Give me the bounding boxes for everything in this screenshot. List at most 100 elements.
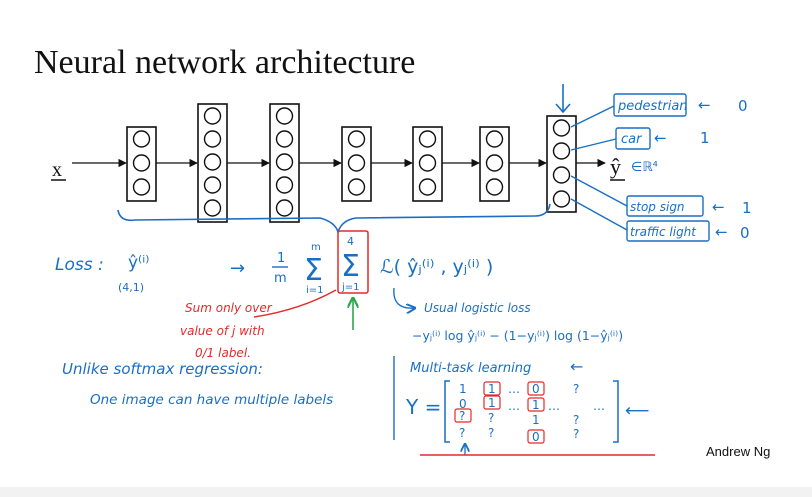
neuron <box>132 178 151 196</box>
layer-5 <box>412 126 443 202</box>
sum-outer-bot: i=1 <box>306 285 324 296</box>
usual-logistic-loss: Usual logistic loss <box>424 301 531 315</box>
loss-label: Loss : <box>55 255 104 275</box>
neuron <box>552 166 571 184</box>
neuron <box>418 130 437 148</box>
loss-yhat: ŷ⁽ⁱ⁾ <box>128 253 149 273</box>
label-pedestrian-value: 0 <box>738 97 748 115</box>
sum-inner-bot: j=1 <box>341 282 360 293</box>
neuron <box>485 178 504 196</box>
layer-1 <box>126 126 157 202</box>
svg-text:←: ← <box>698 96 711 114</box>
loss-L-term: ℒ( ŷⱼ⁽ⁱ⁾ , yⱼ⁽ⁱ⁾ ) <box>380 256 493 278</box>
layer-4 <box>341 126 372 202</box>
Y-r3c4: ? <box>573 427 579 441</box>
neuron <box>552 190 571 208</box>
author-name: Andrew Ng <box>706 444 771 459</box>
label-stop-sign: stop sign <box>630 200 685 214</box>
Y-r0c0: 1 <box>459 382 467 396</box>
Y-r2c3: 1 <box>532 413 540 427</box>
note-one-image: One image can have multiple labels <box>90 392 333 408</box>
input-x-label: x <box>52 159 62 181</box>
svg-text:←: ← <box>715 223 728 241</box>
label-stop-sign-value: 1 <box>742 199 752 217</box>
neuron <box>485 130 504 148</box>
label-traffic-light-value: 0 <box>740 224 750 242</box>
Y-r0c3: 0 <box>532 382 540 396</box>
output-layer <box>546 115 577 213</box>
note-unlike-softmax: Unlike softmax regression: <box>62 360 263 378</box>
sum-inner-top: 4 <box>347 235 354 248</box>
loss-section: Loss : ŷ⁽ⁱ⁾ (4,1) → 1 m m Σ i=1 4 Σ j=1 … <box>55 230 623 360</box>
output-labels: pedestrian ← 0 car ← 1 stop sign ← 1 tra… <box>570 93 752 242</box>
Y-r3c0: ? <box>459 426 465 440</box>
Y-r0c1: 1 <box>488 382 496 396</box>
neuron <box>132 154 151 172</box>
loss-frac-num: 1 <box>277 251 285 266</box>
sum-inner-sigma: Σ <box>341 249 360 284</box>
Y-r3c3: 0 <box>532 430 540 444</box>
Y-r1c0: 0 <box>459 397 467 411</box>
label-traffic-light: traffic light <box>630 225 697 239</box>
note-red-1: Sum only over <box>185 301 273 315</box>
Y-r2c0: ? <box>459 409 465 423</box>
hidden-layers-brace <box>117 203 551 235</box>
Y-r1c5: … <box>593 399 605 413</box>
label-car: car <box>621 132 643 147</box>
layer-2 <box>197 103 228 223</box>
output-space: ∈ℝ⁴ <box>631 160 658 175</box>
bottom-bar <box>0 487 812 497</box>
label-pedestrian: pedestrian <box>617 99 688 114</box>
svg-text:←: ← <box>712 198 725 216</box>
note-red-2: value of j with <box>180 324 265 338</box>
svg-text:←: ← <box>654 129 667 147</box>
layer-6 <box>479 126 510 202</box>
Y-r1c1: 1 <box>488 396 496 410</box>
neuron <box>275 130 294 148</box>
neuron <box>552 142 571 160</box>
neuron <box>347 178 366 196</box>
neuron <box>275 107 294 125</box>
down-arrow-icon <box>555 84 571 114</box>
neuron <box>347 154 366 172</box>
loss-arrow: → <box>230 258 245 279</box>
neuron <box>203 176 222 194</box>
neuron <box>203 199 222 217</box>
neuron <box>275 176 294 194</box>
sum-outer-top: m <box>311 242 321 253</box>
neuron <box>418 154 437 172</box>
neuron <box>485 154 504 172</box>
layer-3 <box>269 103 300 223</box>
logistic-formula: −yⱼ⁽ⁱ⁾ log ŷⱼ⁽ⁱ⁾ − (1−yⱼ⁽ⁱ⁾) log (1−ŷⱼ⁽ⁱ… <box>412 328 623 343</box>
Y-r0c2: … <box>508 382 520 396</box>
neuron <box>275 153 294 171</box>
neuron <box>132 130 151 148</box>
neuron <box>203 153 222 171</box>
neuron <box>275 199 294 217</box>
Y-r1c2: … <box>508 399 520 413</box>
Y-r2c4: ? <box>573 413 579 427</box>
output-yhat-label: ŷ <box>610 154 621 179</box>
Y-r1c3: 1 <box>532 398 540 412</box>
neuron <box>203 130 222 148</box>
multitask-label: Multi-task learning <box>410 361 531 376</box>
Y-label: Y = <box>405 395 441 419</box>
label-matrix: 1 1 … 0 ? 0 1 … 1 … … ? ? 1 ? ? ? 0 ? <box>444 380 619 444</box>
neuron <box>347 130 366 148</box>
note-red-3: 0/1 label. <box>195 346 251 360</box>
svg-text:⟵: ⟵ <box>625 401 649 421</box>
neuron <box>203 107 222 125</box>
Y-r1c4: … <box>548 399 560 413</box>
loss-dim: (4,1) <box>118 281 144 294</box>
label-car-value: 1 <box>700 129 710 147</box>
neuron <box>552 119 571 137</box>
sum-outer-sigma: Σ <box>304 253 323 288</box>
Y-r0c4: ? <box>573 382 579 396</box>
slide-title: Neural network architecture <box>34 44 416 81</box>
loss-frac-den: m <box>274 271 287 286</box>
red-connector <box>253 289 337 318</box>
neuron <box>418 178 437 196</box>
Y-r2c1: ? <box>488 411 494 425</box>
